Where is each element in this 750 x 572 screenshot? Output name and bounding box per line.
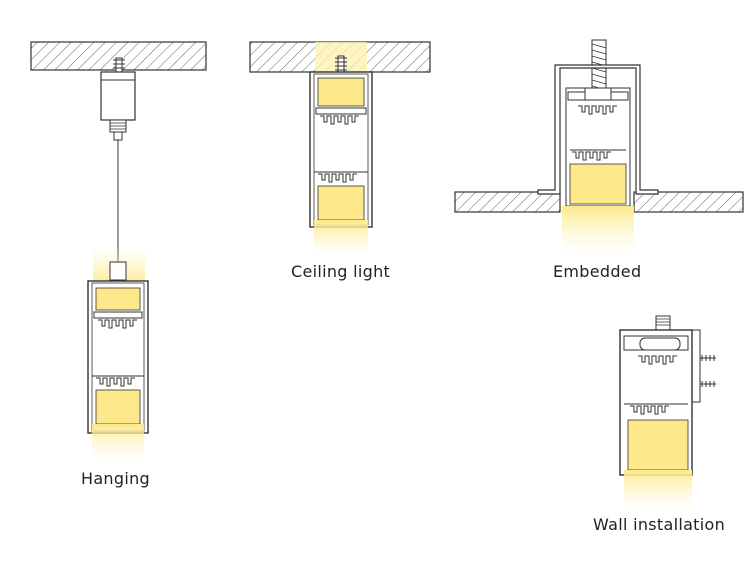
embedded-fixture-profile [565, 87, 631, 207]
wall-plate [691, 329, 701, 403]
label-ceiling-light: Ceiling light [291, 262, 391, 281]
hanging-installation [30, 41, 207, 460]
label-embedded: Embedded [553, 262, 642, 281]
hanging-fixture-profile [87, 280, 149, 434]
embedded-installation [454, 39, 744, 254]
label-wall-installation: Wall installation [593, 515, 726, 534]
ceiling-fixture-profile [309, 71, 373, 228]
ceiling-board-left [454, 191, 561, 213]
mounting-cup [100, 71, 136, 121]
ceiling-board-right [633, 191, 744, 213]
wall-fixture-profile [619, 329, 693, 476]
wall-installation [619, 315, 716, 510]
ceiling-installation [249, 41, 431, 256]
label-hanging: Hanging [81, 469, 150, 488]
screw-icon [700, 355, 716, 387]
recess-housing [537, 64, 659, 195]
